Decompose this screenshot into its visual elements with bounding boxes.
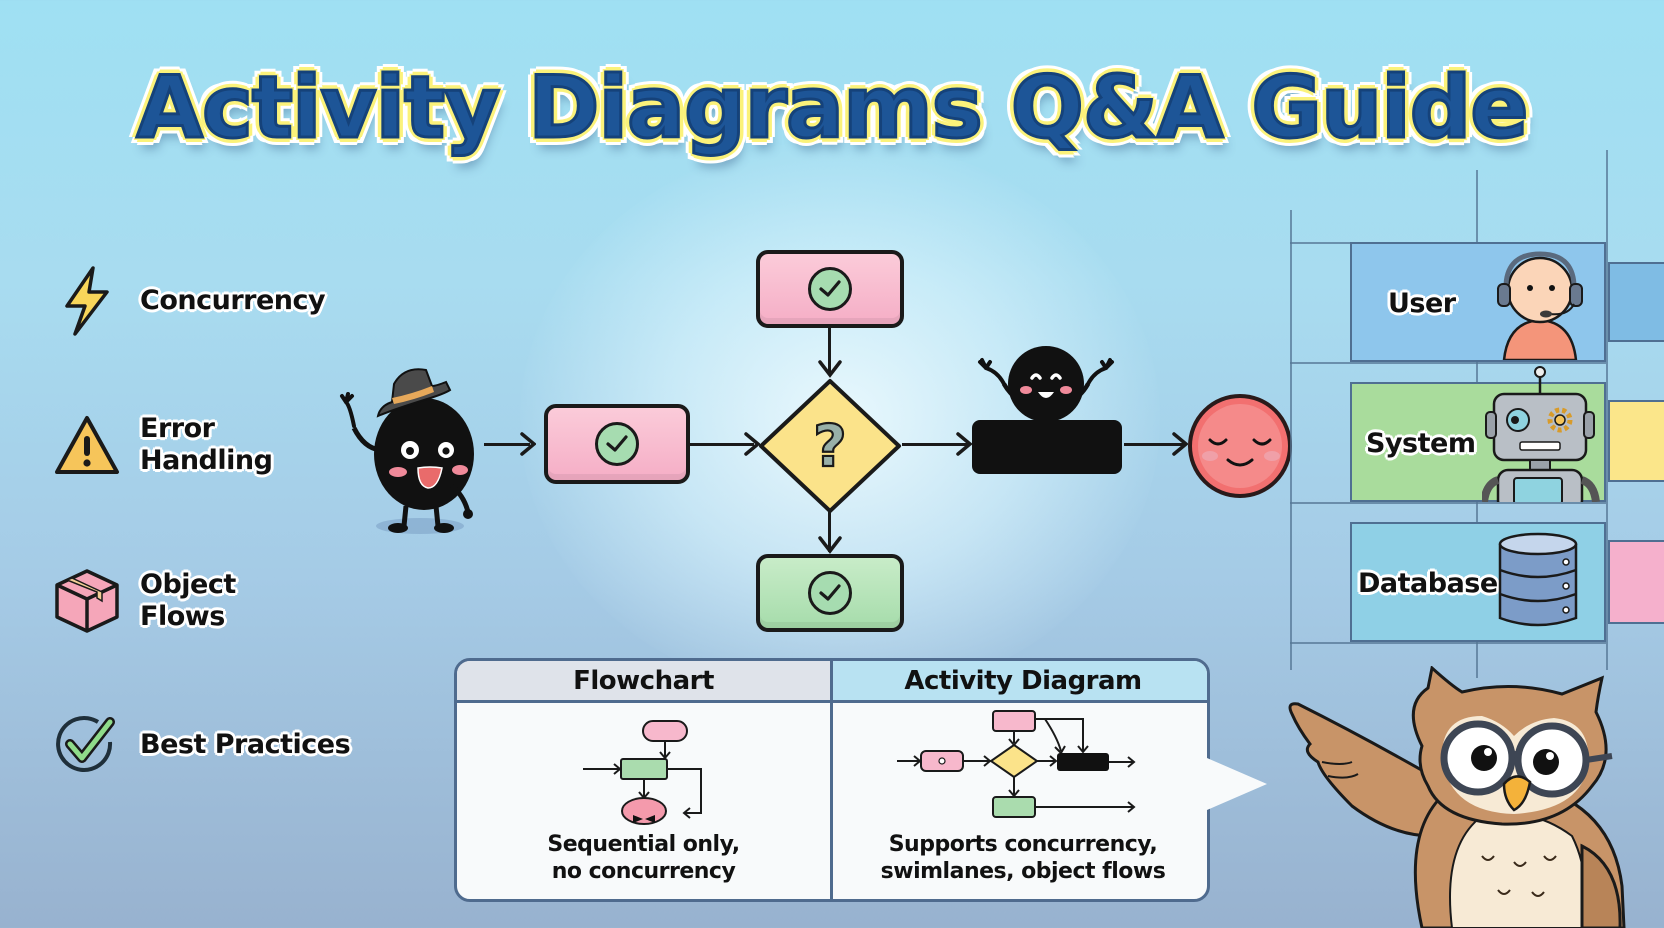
lane-grid-line <box>1476 362 1478 382</box>
database-icon <box>1498 532 1578 627</box>
topic-object-flows[interactable]: Object Flows <box>52 566 236 636</box>
lane-grid-line <box>1290 362 1606 364</box>
owl-mascot <box>1282 665 1664 928</box>
topic-label: Concurrency <box>140 285 326 316</box>
check-icon <box>595 422 639 466</box>
user-headset-icon <box>1497 251 1583 360</box>
flow-arrow <box>902 443 968 446</box>
arrowhead-icon <box>956 432 972 456</box>
speech-bubble-tail <box>1207 758 1267 810</box>
initial-node-character <box>332 366 484 536</box>
topic-label: Object Flows <box>140 569 236 632</box>
lane-grid-line <box>1476 502 1478 522</box>
arrowhead-icon <box>744 432 760 456</box>
flow-arrow <box>1124 443 1184 446</box>
lane-partial-blue <box>1608 262 1664 342</box>
lane-grid-line <box>1606 150 1608 670</box>
robot-icon <box>1482 366 1600 502</box>
flow-arrow <box>828 328 831 374</box>
flow-arrow <box>690 443 754 446</box>
lane-grid-line <box>1476 170 1478 242</box>
action-node-1[interactable] <box>544 404 690 484</box>
checkmark-circle-icon <box>52 710 122 780</box>
action-node-top[interactable] <box>756 250 904 328</box>
arrowhead-icon <box>1172 432 1188 456</box>
decision-node[interactable]: ? <box>758 378 902 514</box>
arrowhead-icon <box>520 432 536 456</box>
column-caption: Sequential only, no concurrency <box>547 832 740 884</box>
page-title: Activity Diagrams Q&A Guide <box>135 57 1530 160</box>
comparison-panel: Flowchart Sequential only, no concurrenc… <box>454 658 1210 902</box>
fork-join-bar[interactable] <box>968 340 1124 476</box>
topic-label: Best Practices <box>140 729 351 760</box>
column-header: Flowchart <box>457 661 830 703</box>
lane-grid-line <box>1476 642 1478 678</box>
lane-grid-line <box>1290 502 1606 504</box>
action-node-bottom[interactable] <box>756 554 904 632</box>
topic-error-handling[interactable]: Error Handling <box>52 410 273 480</box>
warning-triangle-icon <box>52 410 122 480</box>
topic-label: Error Handling <box>140 413 273 476</box>
lightning-bolt-icon <box>52 266 122 336</box>
swimlane-label: System <box>1366 428 1476 459</box>
swimlane-label: Database <box>1358 568 1498 599</box>
arrowhead-icon <box>818 360 842 378</box>
lane-grid-line <box>1290 210 1292 670</box>
lane-partial-pink <box>1608 540 1664 624</box>
topic-best-practices[interactable]: Best Practices <box>52 710 351 780</box>
package-box-icon <box>52 566 122 636</box>
swimlane-system[interactable]: System <box>1350 366 1606 502</box>
check-icon <box>808 571 852 615</box>
flow-arrow <box>484 443 530 446</box>
question-mark-icon: ? <box>813 412 847 480</box>
column-caption: Supports concurrency, swimlanes, object … <box>880 832 1166 884</box>
lane-grid-line <box>1290 642 1606 644</box>
lane-partial-yellow <box>1608 400 1664 482</box>
comparison-column-flowchart: Flowchart Sequential only, no concurrenc… <box>457 661 833 899</box>
mini-flowchart-illustration <box>583 720 702 825</box>
flow-arrow <box>828 512 831 552</box>
topic-concurrency[interactable]: Concurrency <box>52 266 326 336</box>
column-header: Activity Diagram <box>833 661 1207 703</box>
comparison-column-activity-diagram: Activity Diagram Supports concurrency, s… <box>833 661 1207 899</box>
swimlane-database[interactable]: Database <box>1350 522 1606 642</box>
check-icon <box>808 267 852 311</box>
swimlane-label: User <box>1388 288 1456 319</box>
final-node-smiley[interactable] <box>1186 392 1294 500</box>
mini-activity-diagram-illustration <box>897 710 1136 818</box>
swimlane-user[interactable]: User <box>1350 242 1606 362</box>
arrowhead-icon <box>818 536 842 554</box>
